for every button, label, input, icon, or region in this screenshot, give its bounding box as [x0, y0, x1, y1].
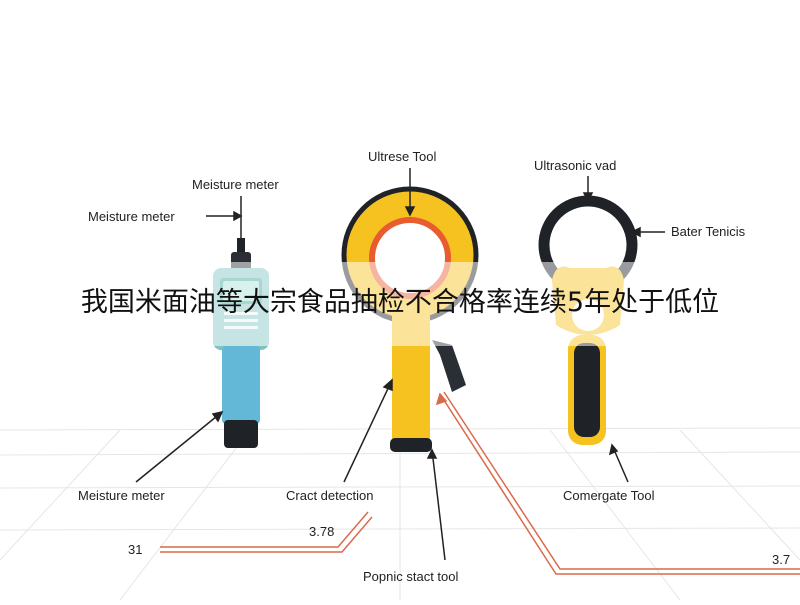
headline-banner [0, 262, 800, 346]
headline-text: 我国米面油等大宗食品抽检不合格率连续5年处于低位 [80, 287, 720, 318]
label-moisture-meter-top: Meisture meter [192, 177, 279, 192]
callout-red-lines [160, 391, 800, 575]
label-ultrasonic-vad: Ultrasonic vad [534, 158, 617, 173]
readout-left: 31 [128, 542, 143, 557]
label-popnic-stact-tool: Popnic stact tool [363, 569, 459, 584]
label-comergate-tool: Comergate Tool [563, 488, 655, 503]
label-moisture-meter-bottom: Meisture meter [78, 488, 165, 503]
label-moisture-meter-side: Meisture meter [88, 209, 175, 224]
label-ultrese-tool: Ultrese Tool [368, 149, 437, 164]
floor-grid [0, 427, 800, 601]
label-bater-tenicis: Bater Tenicis [671, 224, 746, 239]
label-cract-detection: Cract detection [286, 488, 374, 503]
readout-middle: 3.78 [309, 524, 335, 539]
readout-right: 3.7 [772, 552, 791, 567]
callout-lines [135, 168, 665, 561]
